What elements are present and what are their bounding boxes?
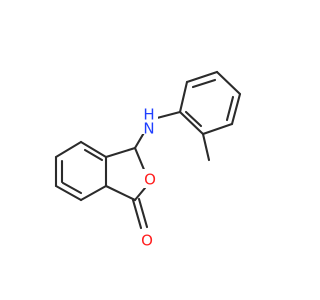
ring-c3-c3a-bond bbox=[104, 146, 137, 159]
ring-c3-o-bond bbox=[133, 146, 147, 174]
aryl-bond-6 bbox=[178, 110, 205, 136]
aryl-bond-1 bbox=[178, 80, 189, 114]
methyl-bond bbox=[201, 132, 211, 162]
aryl-bond-4 bbox=[230, 92, 242, 126]
aryl-inner-bond-3 bbox=[184, 110, 203, 128]
nitrogen-aryl-bond bbox=[155, 110, 182, 120]
aryl-bond-3 bbox=[215, 70, 242, 96]
carbonyl-bond-b bbox=[137, 197, 149, 229]
molecule-diagram: H N O O bbox=[54, 70, 242, 250]
aryl-bond-2 bbox=[185, 70, 219, 84]
nitrogen-atom-label: N bbox=[143, 120, 154, 138]
aryl-inner-bond-1 bbox=[191, 78, 217, 89]
ring-oxygen-atom-label: O bbox=[144, 171, 156, 189]
benzo-bond-3 bbox=[79, 184, 108, 202]
aryl-inner-bond-2 bbox=[225, 95, 235, 122]
aryl-bond-5 bbox=[201, 122, 234, 136]
ring-o-c1-bond bbox=[133, 186, 147, 202]
carbonyl-bond-a bbox=[131, 198, 143, 230]
bond-layer bbox=[54, 70, 242, 230]
benzo-inner-bond-2 bbox=[61, 181, 83, 195]
atom-label-layer: H N O O bbox=[138, 106, 159, 250]
nh-label-backdrop bbox=[138, 111, 158, 134]
benzo-bond-4 bbox=[54, 184, 83, 202]
benzo-inner-bond-1 bbox=[83, 148, 104, 162]
ring-c1-c7a-bond bbox=[104, 184, 137, 202]
structure-canvas: H N O O bbox=[54, 70, 242, 250]
carbonyl-oxygen-atom-label: O bbox=[141, 232, 153, 250]
nitrogen-hydrogen-label: H bbox=[143, 106, 154, 124]
benzo-bond-6 bbox=[54, 140, 83, 159]
benzo-bond-1 bbox=[79, 140, 108, 159]
ring-oxygen-label-backdrop bbox=[141, 169, 159, 188]
carbonyl-oxygen-label-backdrop bbox=[138, 231, 156, 250]
